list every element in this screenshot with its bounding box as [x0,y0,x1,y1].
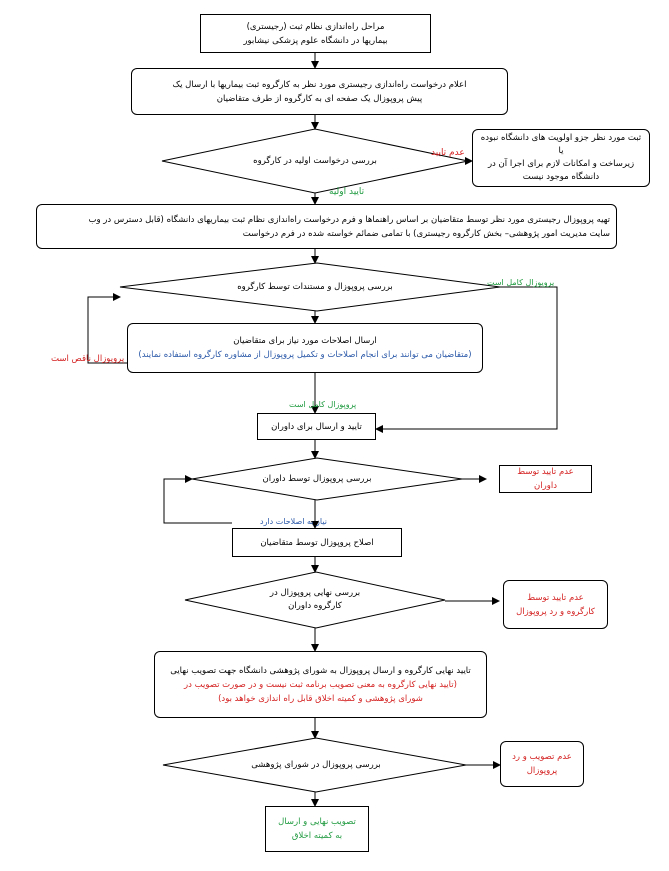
reject-priority-line-2: زیرساخت و امکانات لازم برای اجرا آن در [487,159,635,169]
step-request-line-2: پیش پروپوزال یک صفحه ای به کارگروه از طر… [216,93,423,104]
step-corrections-title: ارسال اصلاحات مورد نیاز برای متقاضیان [233,336,377,346]
reject-committee-box: عدم تایید توسط کارگروه و رد پروپوزال [503,580,608,629]
reject-priority-box: ثبت مورد نظر جزو اولویت های دانشگاه نبود… [472,129,650,187]
decision-shape-4 [184,571,446,629]
decision-final-line-1: بررسی نهایی پروپوزال در [269,588,361,598]
step-send-corrections: ارسال اصلاحات مورد نیاز برای متقاضیان (م… [127,323,483,373]
reject-priority-line-3: دانشگاه موجود نیست [522,172,600,182]
decision-proposal-review: بررسی پروپوزال و مستندات توسط کارگروه [237,282,393,292]
edge-label-complete-2: پروپوزال کامل است [289,400,357,409]
decision-initial-review: بررسی درخواست اولیه در کارگروه [253,156,377,166]
arrow-needs-fix-loop [163,475,232,524]
step-final-approval-title: تایید نهایی کارگروه و ارسال پروپوزال به … [170,665,471,676]
step-approve-send-reviewers: تایید و ارسال برای داوران [257,413,376,440]
edge-label-reject-initial: عدم تایید [431,148,465,158]
step-final-approval-note-1: (تایید نهایی کارگروه به معنی تصویب برنام… [184,679,457,690]
edge-label-needs-fix: نیاز به اصلاحات دارد [260,517,327,526]
reject-committee-line-1: عدم تایید توسط [527,592,584,603]
reject-priority-line-1: ثبت مورد نظر جزو اولویت های دانشگاه نبود… [480,133,642,156]
arrow-incomplete-loop [87,293,127,364]
step-prepare-proposal: تهیه پروپوزال رجیستری مورد نظر توسط متقا… [36,204,617,249]
reject-reviewers-label: عدم تایید توسط داوران [517,467,574,491]
final-approval-box: تصویب نهایی و ارسال به کمیته اخلاق [265,806,369,852]
reject-council-line-2: پروپوزال [526,766,558,776]
final-approval-line-2: به کمیته اخلاق [291,831,343,841]
step-request-line-1: اعلام درخواست راه‌اندازی رجیستری مورد نظ… [172,79,467,90]
step-start-line-1: مراحل راه‌اندازی نظام ثبت (رجیستری) [246,21,385,32]
reject-council-line-1: عدم تصویب و رد [512,752,572,762]
step-final-approval: تایید نهایی کارگروه و ارسال پروپوزال به … [154,651,487,718]
step-prepare-line-1: تهیه پروپوزال رجیستری مورد نظر توسط متقا… [88,214,610,225]
reject-council-box: عدم تصویب و رد پروپوزال [500,741,584,787]
decision-final-review: بررسی نهایی پروپوزال در کارگروه داوران [245,587,385,613]
decision-final-line-2: کارگروه داوران [288,601,342,611]
step-fix-proposal: اصلاح پروپوزال توسط متقاضیان [232,528,402,557]
step-final-approval-note-2: شورای پژوهشی و کمیته اخلاق قابل راه اندا… [218,693,423,704]
arrow-complete-path [375,286,558,433]
decision-reviewer-review: بررسی پروپوزال توسط داوران [262,474,372,484]
edge-label-initial-approval: تایید اولیه [329,187,365,197]
edge-label-incomplete: پروپوزال ناقص است [51,354,125,364]
step-prepare-line-2: سایت مدیریت امور پژوهشی– بخش کارگروه رجی… [242,228,610,239]
reject-committee-line-2: کارگروه و رد پروپوزال [516,606,595,617]
final-approval-line-1: تصویب نهایی و ارسال [278,817,356,827]
step-start-title: مراحل راه‌اندازی نظام ثبت (رجیستری) بیما… [200,14,431,53]
reject-reviewers-box: عدم تایید توسط داوران [499,465,592,493]
step-fix-proposal-label: اصلاح پروپوزال توسط متقاضیان [260,537,374,548]
step-approve-send-label: تایید و ارسال برای داوران [271,421,362,432]
step-corrections-note: (متقاضیان می توانند برای انجام اصلاحات و… [138,350,472,360]
decision-council-review: بررسی پروپوزال در شورای پژوهشی [251,760,381,770]
step-start-line-2: بیماریها در دانشگاه علوم پزشکی نیشابور [243,35,388,46]
edge-label-complete-1: پروپوزال کامل است [487,278,555,287]
step-request-announcement: اعلام درخواست راه‌اندازی رجیستری مورد نظ… [131,68,508,115]
